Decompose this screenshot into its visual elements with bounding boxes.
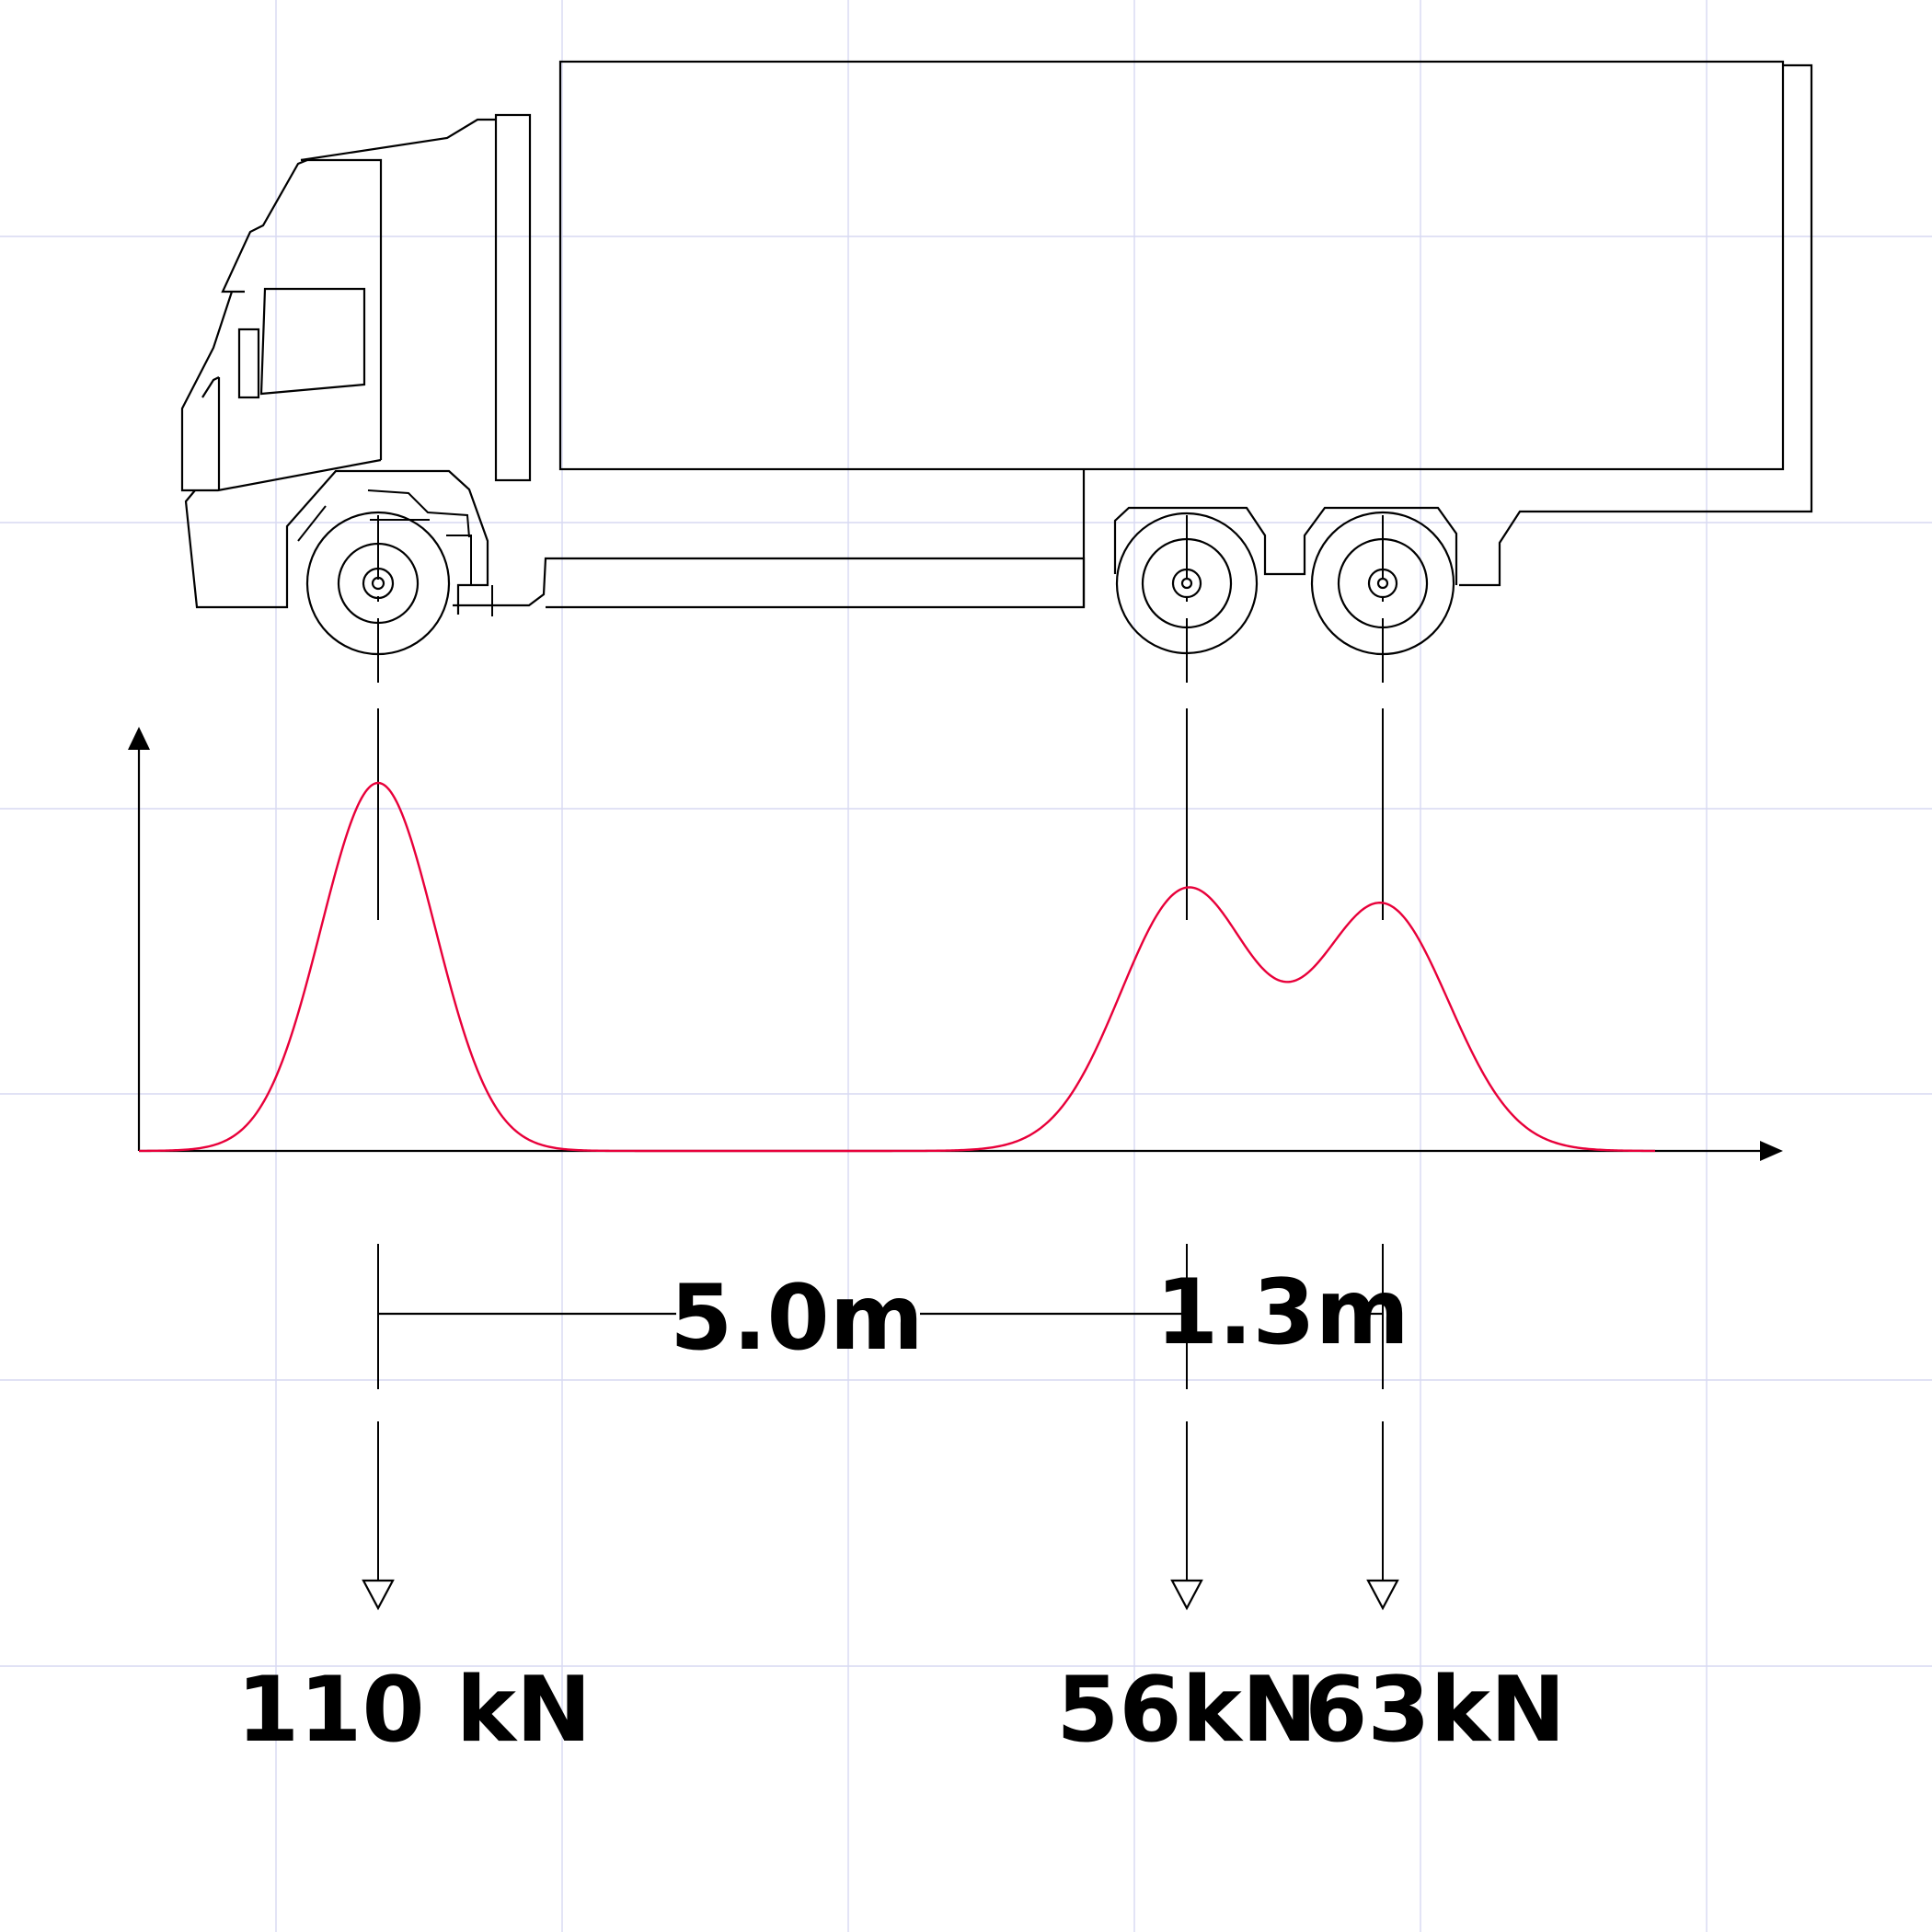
- rear-axle-2-load-arrow: [1366, 1421, 1399, 1611]
- dimension-label-1-3m: 1.3m: [1156, 1260, 1409, 1365]
- axle-centerlines: [377, 515, 1384, 920]
- front-axle-load-arrow: [362, 1421, 395, 1611]
- truck-cab: [180, 113, 1086, 616]
- rear-fender: [1113, 506, 1458, 585]
- axle-load-arrows: [362, 1421, 1399, 1611]
- cargo-box: [558, 60, 1813, 587]
- x-axis-arrowhead: [1760, 1141, 1783, 1161]
- axle-load-labels: 110 kN 56kN 63kN: [236, 1658, 1566, 1763]
- dimension-label-5m: 5.0m: [670, 1266, 924, 1371]
- load-distribution-curve: [138, 781, 1655, 1153]
- rear-axle-1-load-label: 56kN: [1056, 1658, 1317, 1763]
- rear-axle-1-load-arrow: [1170, 1421, 1203, 1611]
- load-graph: [128, 727, 1783, 1161]
- dimension-lines: 5.0m 1.3m: [377, 1244, 1409, 1389]
- y-axis-arrowhead: [128, 727, 150, 750]
- front-axle-load-label: 110 kN: [236, 1658, 592, 1763]
- truck-drawing: [180, 60, 1813, 656]
- rear-axle-2-load-label: 63kN: [1305, 1658, 1566, 1763]
